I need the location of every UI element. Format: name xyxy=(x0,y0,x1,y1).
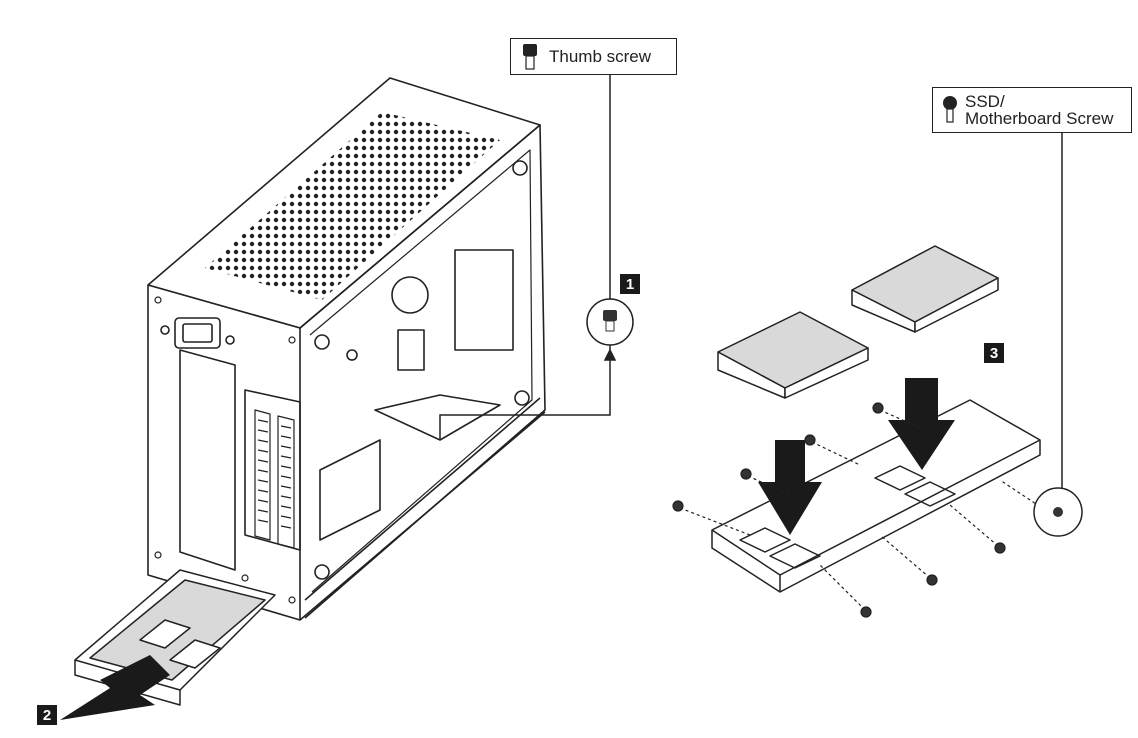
expansion-slots xyxy=(244,389,301,551)
ssd-screw-label-line1: SSD/ xyxy=(965,92,1005,111)
ssd-drive-1 xyxy=(717,311,869,399)
insert-arrow-left xyxy=(758,440,822,535)
case-rear-panel xyxy=(147,284,301,621)
step-2-marker: 2 xyxy=(37,705,57,725)
slide-out-arrow xyxy=(60,655,170,720)
ssd-screw-label: SSD/ Motherboard Screw xyxy=(932,87,1132,133)
thumb-screw-icon xyxy=(523,43,537,70)
ssd-tray-slid-out xyxy=(74,569,276,706)
tray-screws xyxy=(672,402,1046,618)
thumb-screw-callout xyxy=(586,298,634,346)
ssd-screw-label-line2: Motherboard Screw xyxy=(965,109,1114,128)
pc-case xyxy=(147,77,546,621)
step-3-marker: 3 xyxy=(984,343,1004,363)
power-socket xyxy=(174,317,221,349)
insert-arrow-right xyxy=(888,378,955,470)
ssd-tray xyxy=(711,399,1041,593)
step-1-marker: 1 xyxy=(620,274,640,294)
ssd-drive-2 xyxy=(851,245,999,333)
case-top-vent xyxy=(205,112,500,300)
thumb-screw-leader xyxy=(439,75,617,440)
ssd-screw-callout xyxy=(1033,487,1083,537)
thumb-screw-label: Thumb screw xyxy=(510,38,677,75)
thumb-screw-label-text: Thumb screw xyxy=(549,47,652,66)
ssd-screw-icon xyxy=(943,96,957,123)
